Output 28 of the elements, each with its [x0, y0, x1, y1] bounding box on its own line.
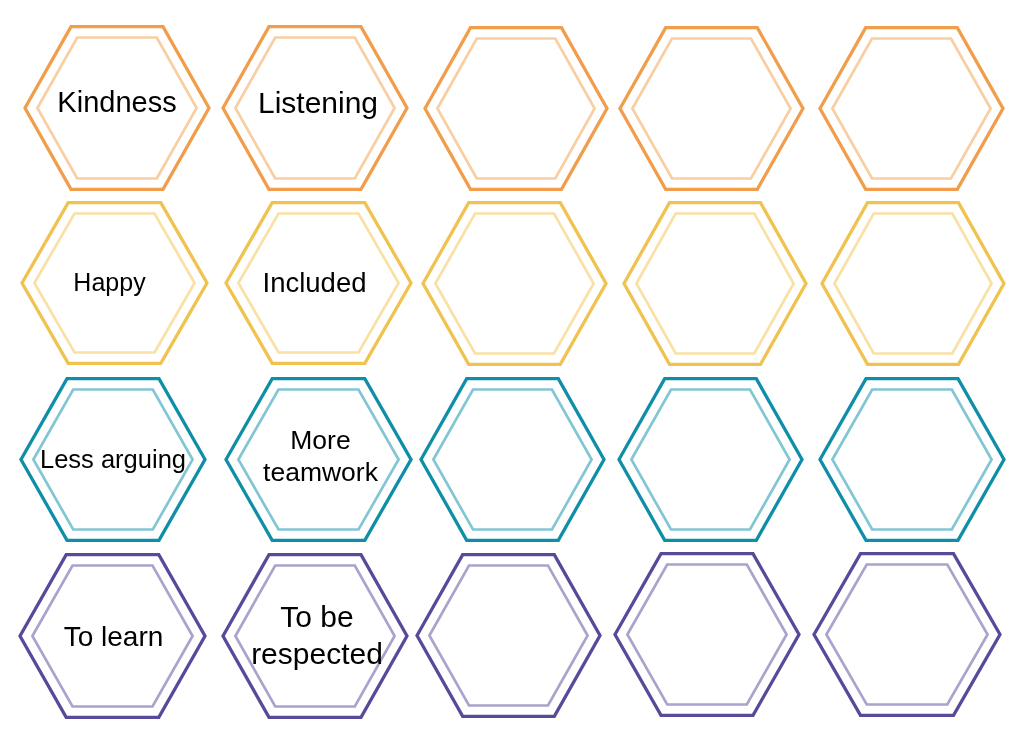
word-label: Less arguing — [39, 444, 187, 475]
word-label: More teamwork — [262, 424, 379, 489]
hexagon-card — [221, 553, 409, 719]
hexagon-card — [618, 26, 805, 191]
word-label: Listening — [257, 85, 379, 121]
hexagon-card — [224, 377, 413, 542]
hexagon-card — [613, 552, 801, 717]
hexagon-card — [224, 201, 413, 365]
hexagon-card — [23, 25, 211, 191]
hexagon-card — [622, 201, 808, 366]
word-label: Happy — [72, 268, 147, 298]
hexagon-card — [19, 377, 207, 542]
hexagon-card — [818, 26, 1005, 191]
hexagon-card — [818, 377, 1006, 542]
word-label: To learn — [63, 620, 164, 654]
hexagon-card — [820, 201, 1006, 366]
hexagon-card — [421, 201, 608, 366]
hexagon-card — [20, 201, 209, 365]
word-label: Included — [262, 266, 367, 300]
hexagon-card — [415, 553, 602, 718]
hexagon-card — [18, 553, 207, 719]
word-label: To be respected — [250, 598, 384, 672]
hexagon-card — [617, 377, 804, 542]
hexagon-card — [812, 552, 1002, 717]
hexagon-card — [221, 25, 409, 191]
hexagon-card — [423, 26, 609, 191]
word-label: Kindness — [56, 86, 178, 120]
hexagon-card — [419, 377, 606, 542]
